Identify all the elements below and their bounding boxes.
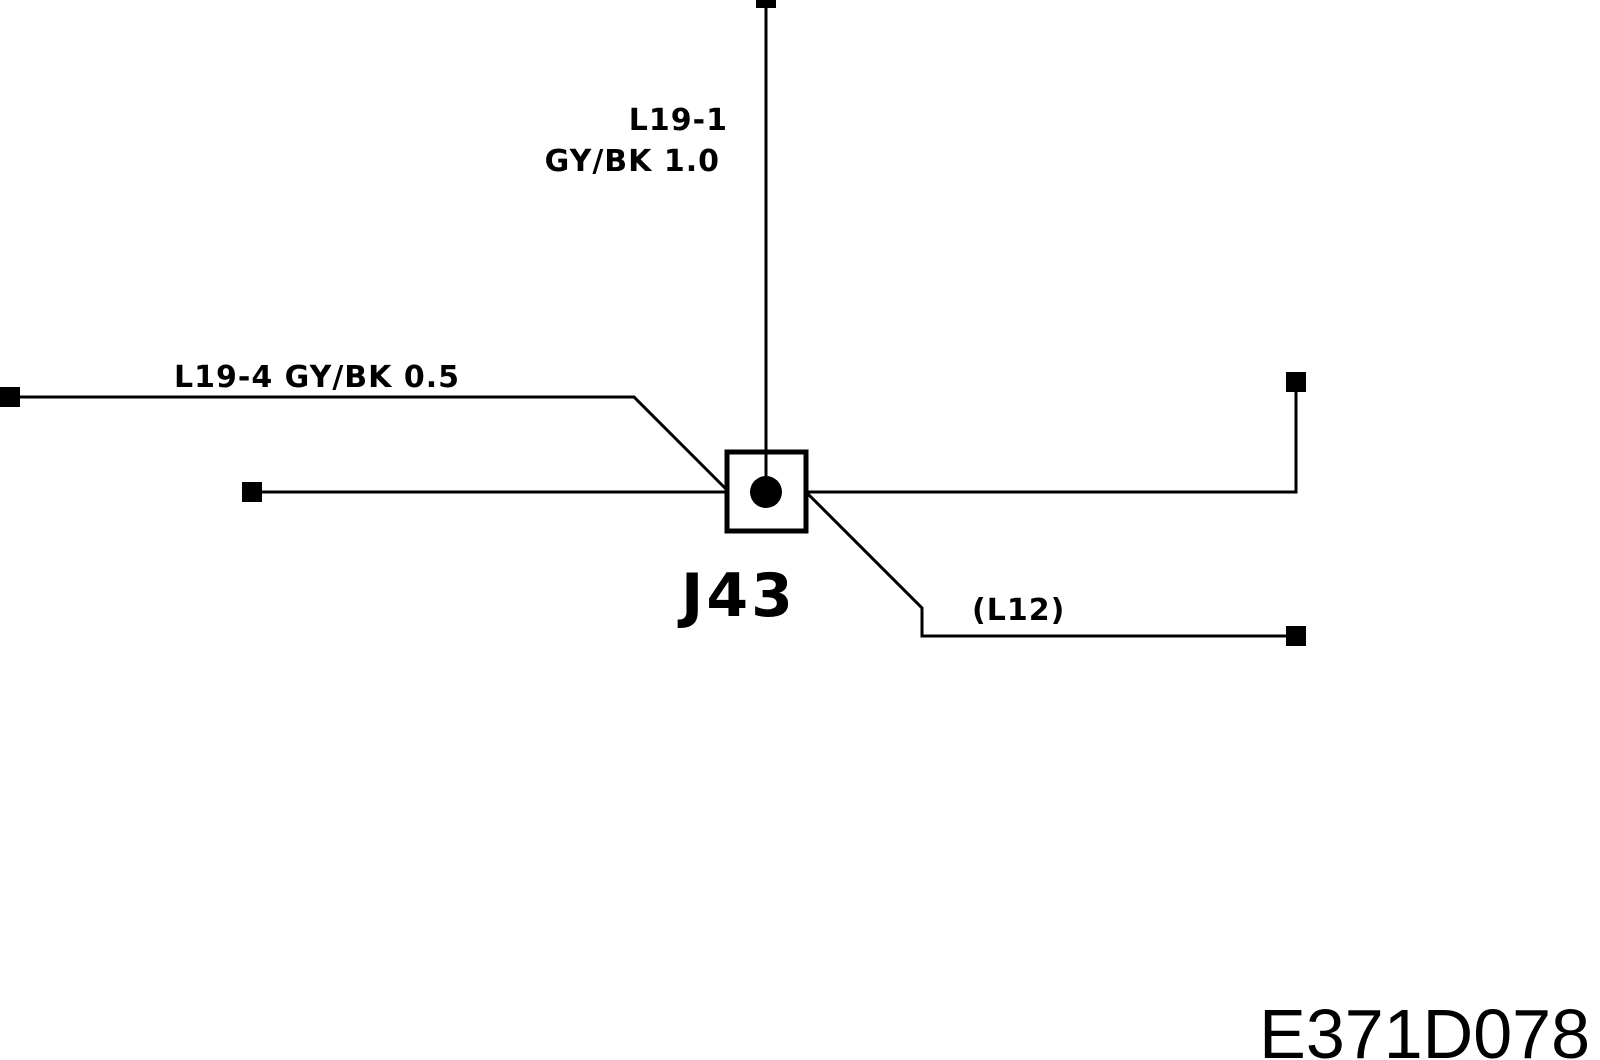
wire-right-lower-l12 [804,490,1296,638]
wire-right-lower-label: (L12) [972,593,1065,628]
terminal-right-upper [1286,372,1306,392]
junction-box [724,449,809,534]
junction-label: J43 [677,561,796,631]
wire-top-circuit-label: L19-1 [629,103,728,138]
wire-left-upper-l19-4 [10,395,729,492]
terminal-right-lower [1286,626,1306,646]
wire-right-upper [806,382,1298,494]
terminal-top [756,0,776,8]
junction-dot [750,476,782,508]
terminal-left-middle [242,482,262,502]
wire-top-spec-label: GY/BK 1.0 [545,144,720,179]
diagram-reference-code: E371D078 [1259,995,1590,1060]
wire-left-upper-label: L19-4 GY/BK 0.5 [174,360,460,395]
terminal-left-upper [0,387,20,407]
